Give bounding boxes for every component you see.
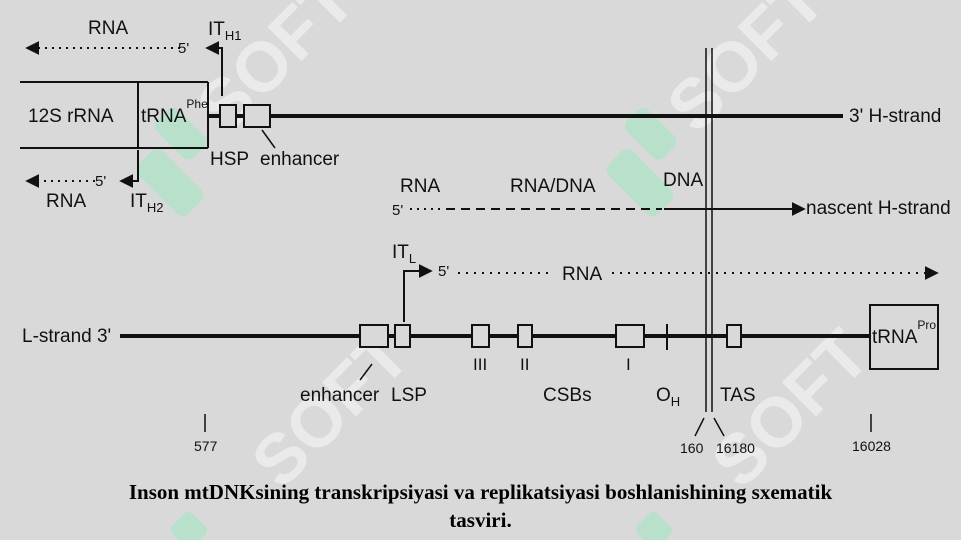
rna-top-label: RNA <box>88 18 128 39</box>
csbs-label: CSBs <box>543 385 592 406</box>
it-h1-arrow <box>205 41 223 96</box>
l-strand-label: L-strand 3' <box>22 326 111 347</box>
pos-160-tick <box>694 417 705 437</box>
caption-line-1: Inson mtDNKsining transkripsiyasi va rep… <box>128 480 833 504</box>
it-l-label: ITL <box>392 242 416 266</box>
it-h2-label: ITH2 <box>130 191 164 215</box>
enhancer-box-bottom <box>359 324 389 348</box>
five-prime-l: 5' <box>438 263 449 280</box>
watermark-text: SOFT <box>652 0 839 146</box>
pos-16180-tick <box>713 417 725 437</box>
pos-16028-label: 16028 <box>852 438 891 454</box>
pos-16180-label: 16180 <box>716 440 755 456</box>
rna-l-label: RNA <box>562 264 602 285</box>
csb-ii-label: II <box>520 355 529 374</box>
watermark: SOFT SOFT SOFT SOFT <box>136 0 884 540</box>
rrna-12s-label: 12S rRNA <box>28 106 114 127</box>
rna-dna-label: RNA/DNA <box>510 176 596 197</box>
pos-160-label: 160 <box>680 440 704 456</box>
csb-i-box <box>615 324 645 348</box>
lsp-label: LSP <box>391 385 427 406</box>
tas-box <box>726 324 742 348</box>
h-strand-label: 3' H-strand <box>849 106 941 127</box>
caption: Inson mtDNKsining transkripsiyasi va rep… <box>0 478 961 534</box>
trna-pro-box <box>869 304 939 370</box>
it-l-arrow <box>403 264 433 322</box>
enhancer-bottom-leader <box>359 363 373 381</box>
five-prime-nascent: 5' <box>392 202 403 219</box>
pos-577-label: 577 <box>194 438 218 454</box>
caption-line-2: tasviri. <box>449 508 512 532</box>
hsp-box <box>219 104 237 128</box>
csb-iii-label: III <box>473 355 487 374</box>
enhancer-top-leader <box>261 129 276 149</box>
lsp-box <box>394 324 411 348</box>
csb-i-label: I <box>626 355 631 374</box>
oh-label: OH <box>656 385 680 409</box>
it-h2-arrow <box>119 150 139 188</box>
enhancer-bottom-label: enhancer <box>300 385 380 406</box>
it-h1-label: ITH1 <box>208 19 242 43</box>
rna-h2-label: RNA <box>46 191 86 212</box>
hsp-label: HSP <box>210 149 249 170</box>
dna-label: DNA <box>663 170 703 191</box>
csb-iii-box <box>471 324 490 348</box>
csb-ii-box <box>517 324 533 348</box>
five-prime-h2: 5' <box>95 173 106 190</box>
trna-pro-label: tRNAPro <box>872 318 936 348</box>
trna-phe-label: tRNAPhe <box>141 97 208 127</box>
enhancer-top-label: enhancer <box>260 149 340 170</box>
enhancer-box-top <box>243 104 271 128</box>
rna-nascent-label: RNA <box>400 176 440 197</box>
watermark-text: SOFT <box>697 315 884 502</box>
nascent-h-strand-label: nascent H-strand <box>806 198 951 219</box>
five-prime-top: 5' <box>178 40 189 57</box>
tas-label: TAS <box>720 385 756 406</box>
